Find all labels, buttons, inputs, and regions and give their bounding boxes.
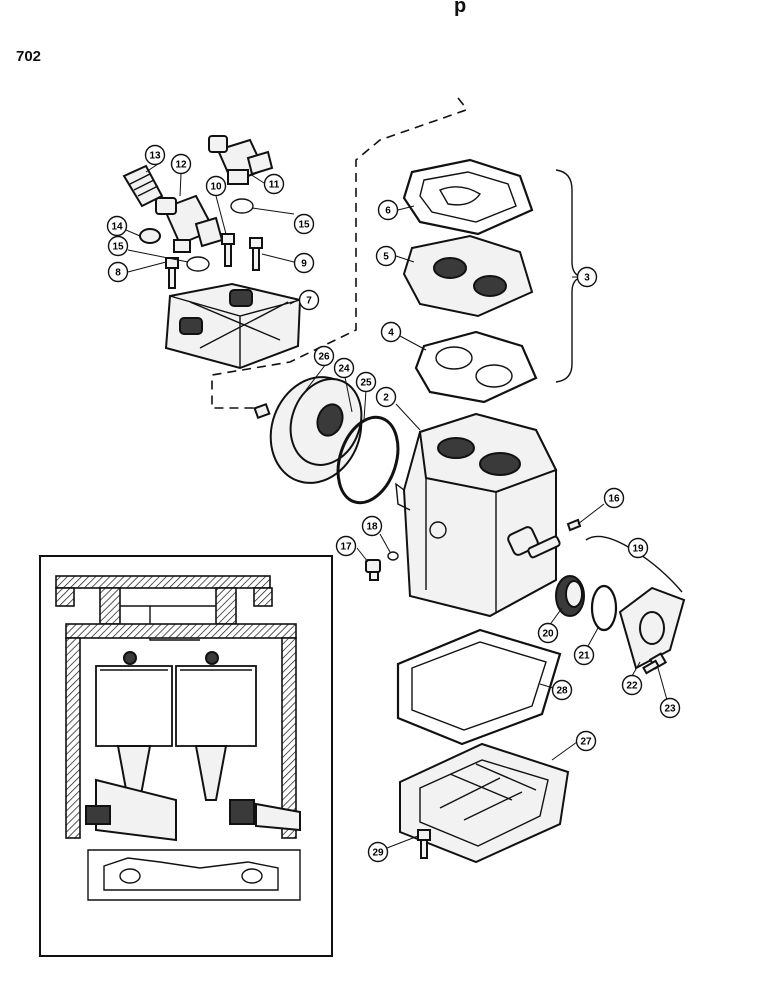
seal-plate-bolt (642, 652, 668, 675)
cylinder-head (164, 282, 302, 370)
front-plate-screw (253, 402, 271, 420)
callout-11: 11 (263, 173, 285, 195)
svg-text:20: 20 (542, 629, 554, 640)
callout-26: 26 (313, 345, 335, 367)
seal-o-ring (590, 584, 618, 632)
svg-text:3: 3 (584, 273, 590, 284)
svg-text:16: 16 (608, 494, 620, 505)
cutaway-inset (39, 555, 333, 957)
callout-27: 27 (575, 730, 597, 752)
callout-9: 9 (293, 252, 315, 274)
callout-24: 24 (333, 357, 355, 379)
valve-fitting (122, 164, 164, 208)
svg-text:6: 6 (385, 206, 391, 217)
head-gasket (402, 158, 534, 236)
callout-15-lower: 15 (107, 235, 129, 257)
valve-plate-gasket (414, 330, 538, 404)
callout-2: 2 (375, 386, 397, 408)
callout-19: 19 (627, 537, 649, 559)
svg-text:13: 13 (149, 151, 161, 162)
callout-14: 14 (106, 215, 128, 237)
head-bolt-9 (249, 237, 263, 271)
callout-4: 4 (380, 321, 402, 343)
svg-text:11: 11 (269, 180, 280, 191)
base-plate (399, 742, 570, 864)
callout-23: 23 (659, 697, 681, 719)
svg-text:24: 24 (338, 364, 350, 375)
o-ring-lower (186, 256, 210, 272)
svg-text:21: 21 (578, 651, 590, 662)
svg-text:23: 23 (664, 704, 676, 715)
svg-text:4: 4 (388, 328, 394, 339)
shaft-seal (555, 575, 585, 617)
svg-text:15: 15 (298, 220, 310, 231)
callout-28: 28 (551, 679, 573, 701)
svg-text:22: 22 (626, 681, 638, 692)
svg-text:9: 9 (301, 259, 307, 270)
svg-text:2: 2 (383, 393, 389, 404)
shaft-key (566, 518, 582, 532)
svg-text:15: 15 (112, 242, 124, 253)
callout-20: 20 (537, 622, 559, 644)
svg-text:19: 19 (632, 544, 644, 555)
callout-29: 29 (367, 841, 389, 863)
service-valve (155, 194, 224, 253)
compressor-body (395, 412, 561, 618)
base-gasket (396, 628, 562, 746)
callout-13: 13 (144, 144, 166, 166)
service-valve-upper (208, 135, 274, 185)
valve-plate (402, 234, 534, 318)
callouts: 2 3 4 5 6 7 8 9 10 11 12 13 14 15 15 16 … (106, 144, 681, 863)
callout-12: 12 (170, 153, 192, 175)
svg-text:14: 14 (111, 222, 123, 233)
callout-5: 5 (375, 245, 397, 267)
header-partial-text: p (454, 0, 466, 17)
leader-lines (125, 163, 668, 849)
head-bolt-10 (221, 233, 235, 267)
callout-21: 21 (573, 644, 595, 666)
seal-plate (618, 586, 686, 670)
svg-text:29: 29 (372, 848, 384, 859)
callout-18: 18 (361, 515, 383, 537)
svg-text:25: 25 (360, 378, 372, 389)
o-ring-upper (230, 198, 254, 214)
svg-text:12: 12 (175, 160, 187, 171)
svg-text:17: 17 (340, 542, 352, 553)
callout-15-upper: 15 (293, 213, 315, 235)
callout-7: 7 (298, 289, 320, 311)
callout-17: 17 (335, 535, 357, 557)
svg-text:7: 7 (306, 296, 312, 307)
callout-8: 8 (107, 261, 129, 283)
svg-text:8: 8 (115, 268, 121, 279)
callout-10: 10 (205, 175, 227, 197)
callout-22: 22 (621, 674, 643, 696)
callout-25: 25 (355, 371, 377, 393)
plug-washer (387, 551, 399, 561)
oil-plug (365, 559, 381, 581)
callout-16: 16 (603, 487, 625, 509)
svg-text:18: 18 (366, 522, 378, 533)
base-plate-bolt (417, 829, 431, 859)
head-bolt-8 (165, 257, 179, 289)
valve-cap (139, 228, 161, 244)
svg-text:28: 28 (556, 686, 568, 697)
svg-text:10: 10 (210, 182, 222, 193)
callout-3: 3 (576, 266, 598, 288)
svg-text:26: 26 (318, 352, 330, 363)
svg-text:5: 5 (383, 252, 389, 263)
page-number: 702 (16, 48, 42, 65)
callout-6: 6 (377, 199, 399, 221)
front-plate-o-ring (336, 415, 400, 505)
svg-text:27: 27 (580, 737, 592, 748)
